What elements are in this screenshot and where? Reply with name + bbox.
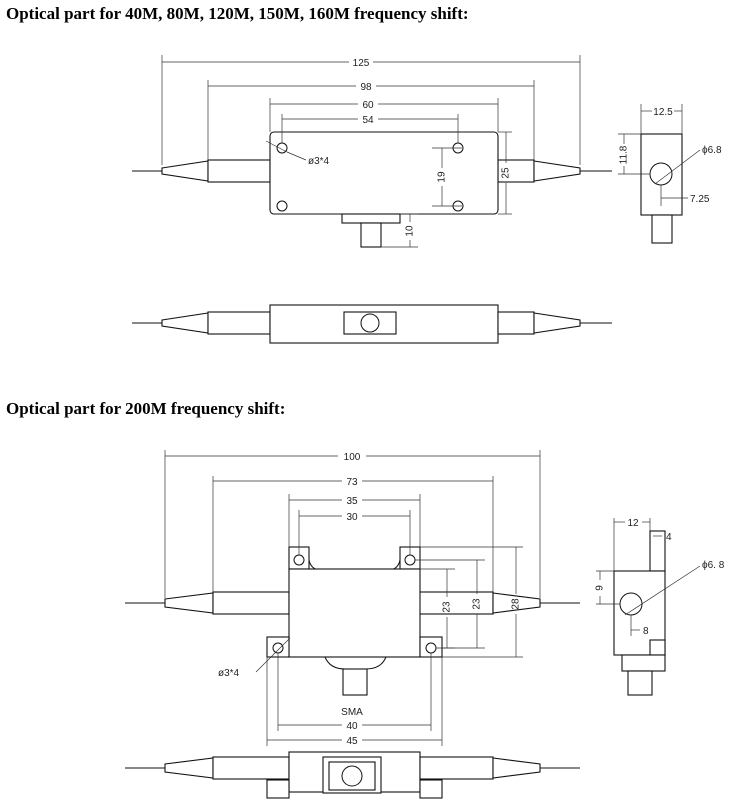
dim-30-label: 30: [346, 512, 358, 523]
side-phi-label-2: ϕ6. 8: [702, 560, 725, 571]
dim-60-label: 60: [362, 100, 374, 111]
right-fiber-boot: [533, 160, 581, 182]
dim-35-label: 35: [346, 496, 358, 507]
side-phi-label-1: ϕ6.8: [702, 145, 722, 156]
dim-10-label: 10: [405, 225, 416, 237]
drawing-2-side-view: ϕ6. 8 12 4 9 8: [595, 518, 725, 696]
side-4-label: 4: [666, 532, 672, 543]
sma-label: SMA: [341, 707, 363, 718]
drawing-1-top-view: [132, 131, 612, 248]
heading-top-device: Optical part for 40M, 80M, 120M, 150M, 1…: [6, 4, 469, 23]
dim-125-label: 125: [353, 58, 370, 69]
side-9-label: 9: [595, 585, 606, 591]
drawing-2-dimensions: 100 73 35 30 23 23 28: [164, 450, 541, 747]
drawing-1-dimensions: 125 98 60 54 19 25 10: [161, 55, 581, 248]
dim-98-label: 98: [360, 82, 372, 93]
side-12-label: 12: [627, 518, 639, 529]
drawing-1-bottom-view: [132, 304, 612, 344]
side-connector: [651, 214, 673, 244]
side-8-label: 8: [643, 626, 649, 637]
dim-19-label: 19: [437, 171, 448, 183]
dim-45-label: 45: [346, 736, 358, 747]
left-fiber-boot: [161, 160, 209, 182]
mounting-hole: [276, 200, 288, 212]
heading-200m-device: Optical part for 200M frequency shift:: [6, 399, 286, 418]
hole-label-2: ø3*4: [218, 668, 240, 679]
drawing-2-bottom-view: [125, 751, 580, 799]
dim-54-label: 54: [362, 115, 374, 126]
left-fiber-tube: [207, 159, 271, 183]
dim-73-label: 73: [346, 477, 358, 488]
dim-23b-label: 23: [472, 598, 483, 610]
dim-25-label: 25: [501, 167, 512, 179]
sma-flange: [341, 213, 401, 224]
side-7-25-label: 7.25: [690, 194, 710, 205]
dim-23a-label: 23: [442, 601, 453, 613]
sma-connector: [360, 222, 382, 248]
dim-100-label: 100: [344, 452, 361, 463]
hole-label-1: ø3*4: [308, 156, 330, 167]
drawing-1-side-view: ϕ6.8 12.5 11.8 7.25: [618, 104, 722, 244]
side-12-5-label: 12.5: [653, 107, 673, 118]
dim-40-label: 40: [346, 721, 358, 732]
side-11-8-label: 11.8: [619, 145, 630, 164]
main-body: [269, 131, 499, 215]
drawing-2-top-view: [125, 546, 580, 696]
side-body: [640, 133, 683, 216]
dim-28-label: 28: [511, 598, 522, 610]
